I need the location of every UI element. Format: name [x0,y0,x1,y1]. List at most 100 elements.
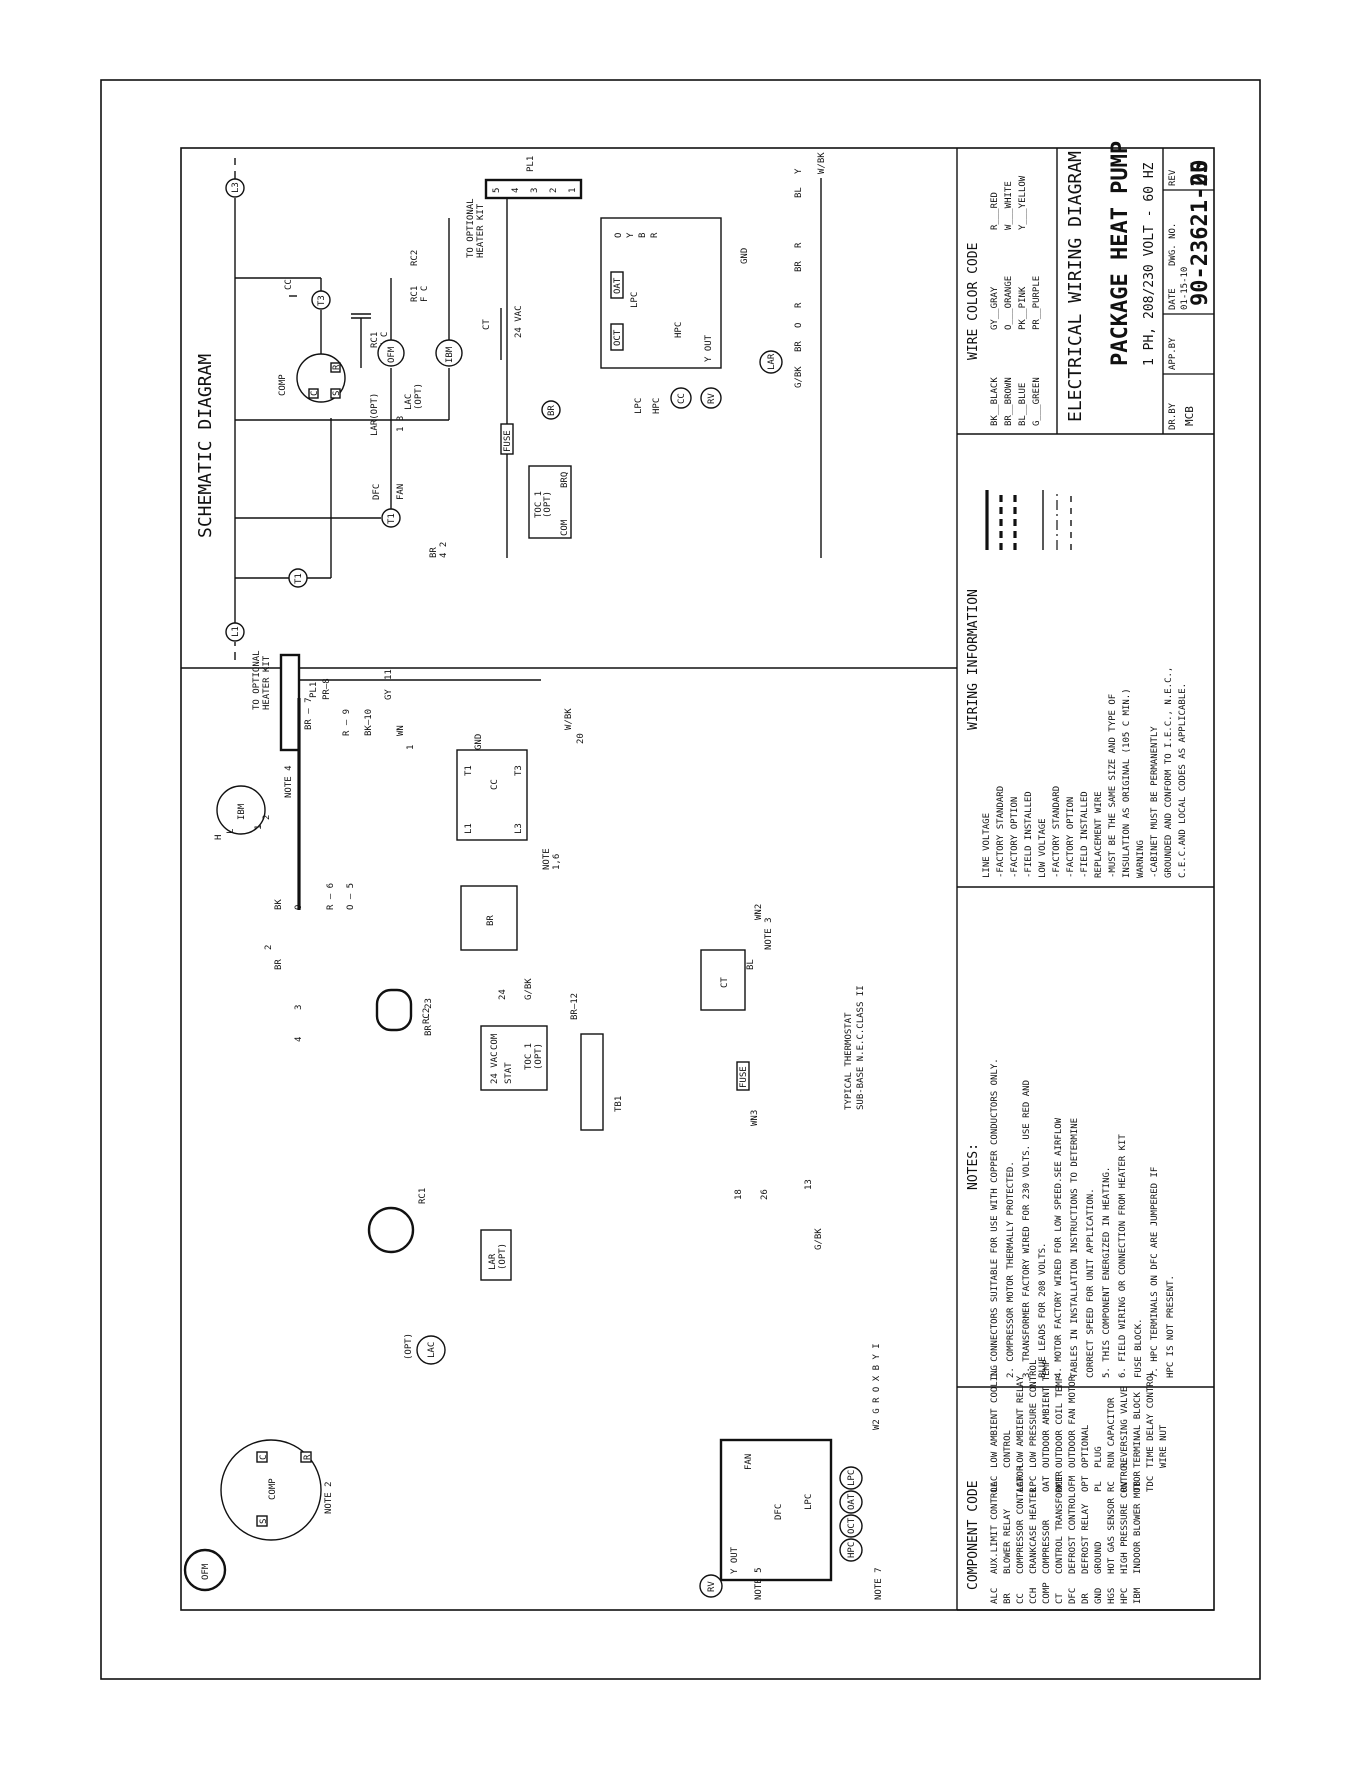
w-rc2 [375,988,413,1032]
w-lac-label: LAC [427,1342,437,1358]
w-rv-label: RV [707,1581,717,1592]
w-wbk20n: 20 [576,733,586,744]
component-code-abbr-2: TDC [1146,1476,1156,1492]
br-coil-label: BR [547,405,557,416]
wiring-info-line: GROUNDED AND CONFORM TO I.E.C., N.E.C., [1164,667,1174,878]
wire-wbk: W/BK [817,152,827,174]
wiring-info-line: INSULATION AS ORIGINAL (105 C MIN.) [1122,688,1132,878]
wiring-info-title: WIRING INFORMATION [966,589,981,730]
w-ibm: IBM [237,803,247,820]
w-gbk: G/BK [524,978,534,1000]
component-code-desc: HIGH PRESSURE CONTROL [1120,1460,1130,1574]
w-lar-opt: (OPT) [498,1243,508,1270]
wiring-info-line: REPLACEMENT WIRE [1094,791,1104,878]
w-oat [839,1490,863,1514]
w-tstat-row: W2 G R O X B Y I [872,1343,882,1430]
w-n2: 2 [264,945,274,950]
w-fuse-label: FUSE [739,1066,749,1088]
component-code-desc-2: WIRE NUT [1159,1424,1169,1468]
w-vac24: 24 VAC [490,1051,500,1084]
component-code-desc-2: RUN CAPACITOR [1107,1397,1117,1468]
component-code-abbr-2: TB [1133,1481,1143,1492]
w-lpc [839,1466,863,1490]
w-dfc-fan: FAN [744,1454,754,1470]
w-n13: 13 [804,1179,814,1190]
tb-rev: 00 [1188,160,1213,187]
w-toc1 [480,1025,548,1091]
cc-contact-label: CC [284,279,294,290]
notes-items: 1. CONNECTORS SUITABLE FOR USE WITH COPP… [990,1058,1176,1378]
schematic-diagram: SCHEMATIC DIAGRAM L1 L3 T1 COMP C R S T3… [195,152,827,660]
tb-dwg-no: 90-23621-25 [1188,160,1213,306]
wire-color-entry: G___GREEN [1032,377,1042,426]
l3-label: L3 [231,182,241,193]
note-line: 1. CONNECTORS SUITABLE FOR USE WITH COPP… [990,1058,1000,1378]
w-cc-t1: T1 [464,765,474,776]
component-code-desc: COMPRESSOR CONTACTOR [1016,1465,1026,1574]
component-code-desc: DEFROST CONTROL [1068,1493,1078,1574]
cc-coil-label: CC [677,393,687,404]
w-cc-l1: L1 [464,823,474,834]
lar-coil [759,350,783,374]
wire-color-entry: Y___YELLOW [1018,175,1028,230]
heater-kit-label-1: TO OPTIONAL [466,198,476,258]
w-n18: 18 [734,1189,744,1200]
lar-contact-label: LAR(OPT) [370,393,380,436]
component-code-abbr-2: OPT [1081,1475,1091,1492]
wiring-info-line: -FACTORY STANDARD [1052,786,1062,878]
component-code-desc-2: OUTDOOR COIL TEMP [1055,1375,1065,1468]
title-product: PACKAGE HEAT PUMP [1108,141,1133,366]
w-n4: 4 [294,1037,304,1042]
w-ofm-label: OFM [201,1563,211,1580]
oct-sensor [610,323,624,351]
w-wn3: WN3 [750,1110,760,1126]
wire-br2: BR [794,341,804,352]
w-ibm-2: 2 [262,815,272,820]
w-comp-s-label: S [259,1519,269,1524]
wire-color-entry: BK__BLACK [990,377,1000,426]
component-code-abbr: BR [1003,1593,1013,1604]
cc-coil [670,387,692,409]
title-rating: 1 PH, 208/230 VOLT - 60 HZ [1142,162,1157,366]
heater-kit-label-2: HEATER KIT [476,203,486,258]
component-code-desc-2: LOW AMBIENT RELAY [1016,1375,1026,1468]
w-note16: NOTE [542,848,552,870]
wire-gbk: G/BK [794,366,804,388]
tb-rev-label: REV [1168,169,1178,186]
component-code-desc-2: LOW PRESSURE CONTROL [1029,1360,1039,1468]
w-wbk20: W/BK [564,708,574,730]
w-comp [220,1439,322,1541]
wiring-info-line: -FIELD INSTALLED [1024,791,1034,878]
note-line: 3. TRANSFORMER FACTORY WIRED FOR 230 VOL… [1022,1080,1032,1378]
w-heater-2: HEATER KIT [262,655,272,710]
w-tb1 [580,1033,604,1131]
component-code-desc-2: TERMINAL BLOCK [1133,1392,1143,1468]
ct-label: CT [482,319,492,330]
rc1b-sub: F C [420,286,430,302]
oat-label: OAT [613,277,623,294]
w-oct [839,1514,863,1538]
title-heading: ELECTRICAL WIRING DIAGRAM [1065,151,1086,422]
note-line: 7. HPC TERMINALS ON DFC ARE JUMPERED IF [1150,1167,1160,1378]
component-code-abbr-2: OFM [1068,1475,1078,1492]
w-lac [416,1335,446,1365]
comp-r-terminal [330,362,341,373]
w-gnd: GND [474,734,484,750]
hpc-switch-label: HPC [652,398,662,414]
toc-box [528,465,572,539]
component-code-desc: CRANKCASE HEATER [1029,1487,1039,1574]
dfc-b: B [638,233,648,238]
rc1b-label: RC1 [410,286,420,302]
t3-label: T3 [317,295,327,306]
wiring-info-line: WARNING [1136,840,1146,878]
wire-color-entry: W___WHITE [1004,181,1014,230]
dfc-hpc: HPC [674,322,684,338]
br-contact-label: BR [429,547,439,558]
lac-contact-label: LAC [404,394,414,410]
br-contact-pins: 4 2 [439,542,449,558]
gnd-label: GND [740,248,750,264]
